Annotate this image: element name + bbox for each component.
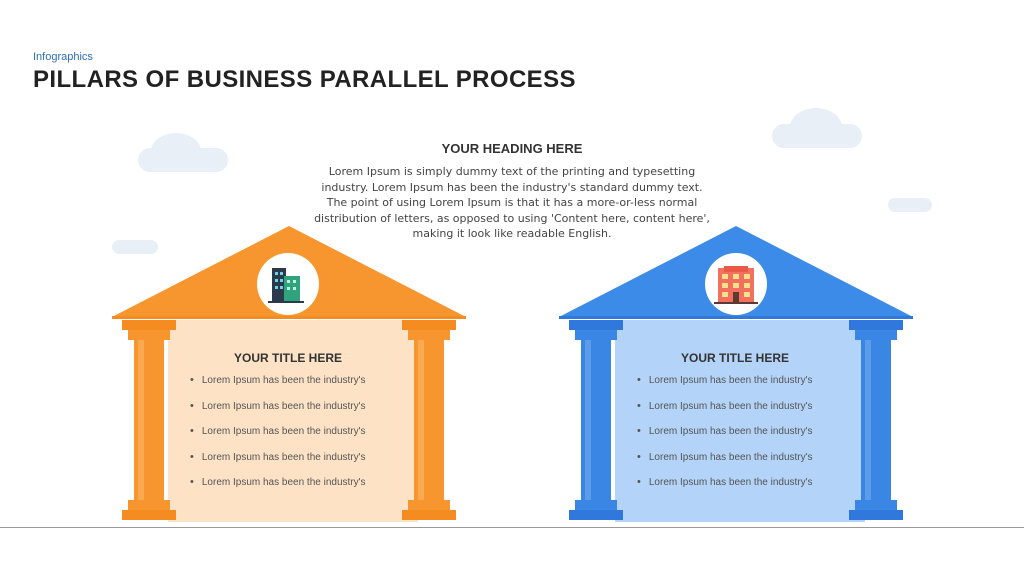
list-item: Lorem Ipsum has been the industry's	[190, 400, 366, 426]
apartment-building-icon	[714, 266, 758, 304]
pillar-orange-title: YOUR TITLE HERE	[233, 351, 342, 365]
pillar-blue-left-column	[569, 320, 623, 520]
slide-category: Infographics	[33, 51, 93, 63]
cloud-decoration	[888, 198, 932, 212]
list-item: Lorem Ipsum has been the industry's	[637, 374, 813, 400]
cloud-decoration	[112, 240, 158, 254]
ground-line	[0, 527, 1024, 528]
pillar-blue-list: Lorem Ipsum has been the industry's Lore…	[637, 374, 813, 502]
center-body-text: Lorem Ipsum is simply dummy text of the …	[314, 165, 710, 240]
list-item: Lorem Ipsum has been the industry's	[190, 476, 366, 502]
list-item: Lorem Ipsum has been the industry's	[637, 476, 813, 502]
list-item: Lorem Ipsum has been the industry's	[637, 451, 813, 477]
pillar-orange-left-column	[122, 320, 176, 520]
cloud-decoration	[790, 108, 842, 146]
slide-title: PILLARS OF BUSINESS PARALLEL PROCESS	[33, 66, 576, 93]
office-buildings-icon	[268, 268, 304, 303]
pillar-orange-right-column	[402, 320, 456, 520]
pillar-blue-title: YOUR TITLE HERE	[680, 351, 789, 365]
center-heading: YOUR HEADING HERE	[441, 141, 583, 156]
list-item: Lorem Ipsum has been the industry's	[190, 425, 366, 451]
list-item: Lorem Ipsum has been the industry's	[637, 425, 813, 451]
cloud-decoration	[151, 133, 201, 169]
pillar-orange-list: Lorem Ipsum has been the industry's Lore…	[190, 374, 366, 502]
list-item: Lorem Ipsum has been the industry's	[190, 374, 366, 400]
pillar-blue-right-column	[849, 320, 903, 520]
list-item: Lorem Ipsum has been the industry's	[190, 451, 366, 477]
list-item: Lorem Ipsum has been the industry's	[637, 400, 813, 426]
